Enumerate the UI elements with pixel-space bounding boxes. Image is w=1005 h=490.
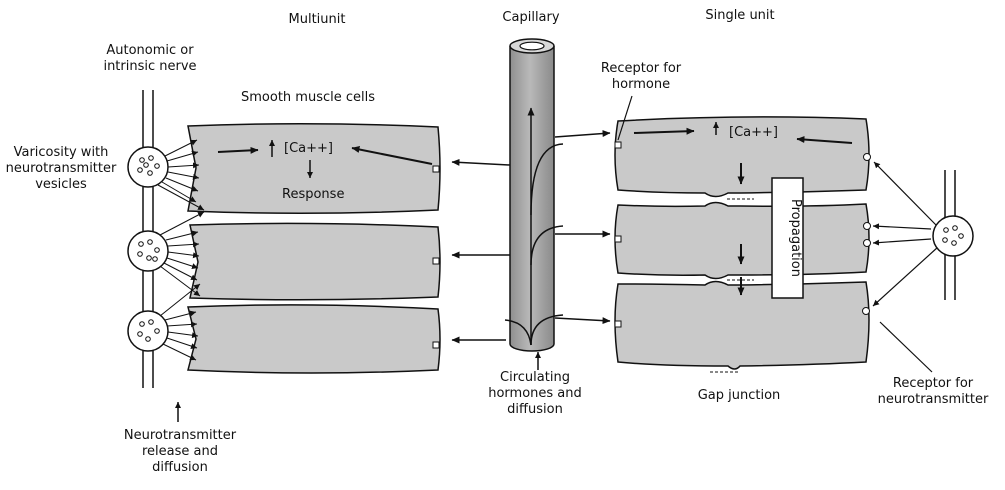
- varicosity-3: [127, 283, 201, 361]
- multiunit-title: Multiunit: [288, 12, 346, 27]
- label-pointers: [175, 95, 933, 422]
- hormone-diffusion-arrows: [451, 130, 611, 370]
- single-unit-title: Single unit: [705, 8, 775, 23]
- multiunit-cell-1: [187, 122, 441, 215]
- receptor-hormone-label: Receptor for hormone: [600, 61, 682, 92]
- varicosity-2: [127, 211, 205, 297]
- single-unit-signal-arrows: [633, 122, 853, 296]
- single-unit-cell-3: [614, 280, 870, 370]
- propagation-label: Propagation: [788, 199, 803, 277]
- gap-junctions: [710, 198, 754, 373]
- varicosity-1: [127, 139, 205, 211]
- autonomic-nerve-label: Autonomic or intrinsic nerve: [103, 43, 197, 74]
- propagation-box: [771, 177, 804, 299]
- multiunit-cell-2: [189, 222, 441, 301]
- smooth-muscle-cells-label: Smooth muscle cells: [241, 90, 375, 105]
- response-label: Response: [282, 187, 344, 202]
- capillary-vessel: [504, 38, 564, 352]
- single-unit-nerve: [872, 161, 974, 307]
- calcium-label-left: [Ca++]: [284, 141, 333, 156]
- receptor-neurotransmitter-label: Receptor for neurotransmitter: [877, 376, 989, 407]
- single-unit-cell-2: [614, 201, 871, 280]
- multiunit-cell-3: [187, 304, 441, 374]
- gap-junction-label: Gap junction: [697, 388, 781, 403]
- multiunit-signal-arrows: [217, 140, 433, 178]
- calcium-label-right: [Ca++]: [729, 125, 778, 140]
- neurotransmitter-release-label: Neurotransmitter release and diffusion: [123, 428, 237, 475]
- capillary-title: Capillary: [502, 10, 560, 25]
- varicosity-label: Varicosity with neurotransmitter vesicle…: [5, 145, 117, 192]
- circulating-label: Circulating hormones and diffusion: [488, 370, 582, 417]
